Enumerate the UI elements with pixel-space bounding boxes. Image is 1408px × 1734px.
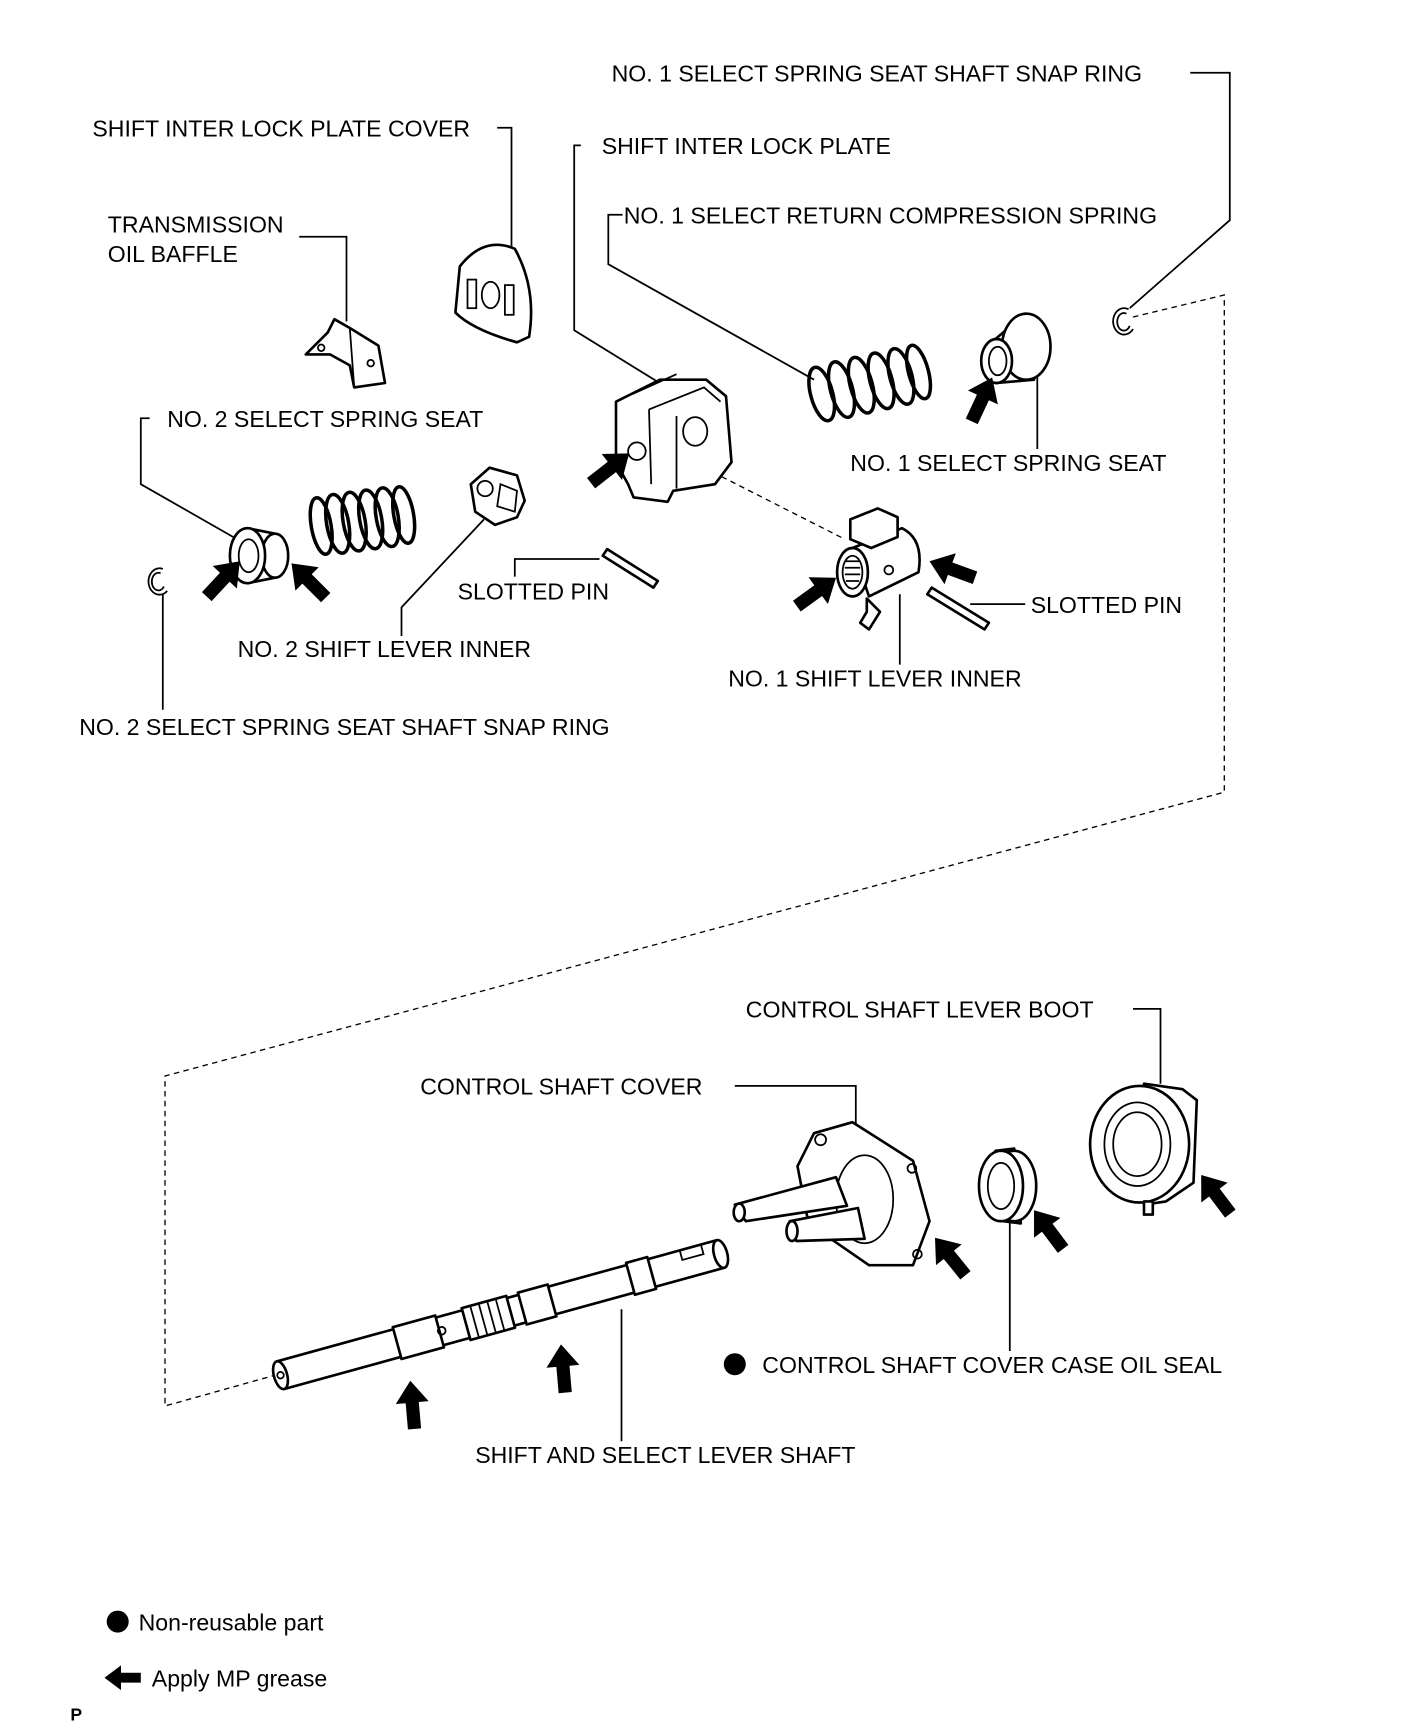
- leader-shaft-cover: [734, 1085, 857, 1125]
- grease-arrow-icon: [393, 1379, 431, 1431]
- slotted-pin-left-part: [601, 547, 660, 589]
- lever-shaft-part: [271, 1238, 730, 1391]
- leader-interlock-plate-cover: [497, 126, 513, 251]
- lever-boot-part: [1088, 1082, 1199, 1216]
- grease-arrow-icon: [923, 545, 981, 594]
- leader-spring-seat-2: [139, 417, 234, 538]
- label-oil-seal: CONTROL SHAFT COVER CASE OIL SEAL: [762, 1352, 1222, 1378]
- label-lever-shaft: SHIFT AND SELECT LEVER SHAFT: [475, 1442, 855, 1468]
- label-spring-seat-1: NO. 1 SELECT SPRING SEAT: [850, 450, 1166, 476]
- grease-arrow-icon: [922, 1227, 979, 1286]
- snap-ring-1-part: [1112, 307, 1134, 336]
- select-spring-left-part: [308, 485, 417, 556]
- leader-interlock-plate: [573, 144, 659, 383]
- shift-lever-inner-1-part: [835, 507, 921, 631]
- snap-ring-2-part: [147, 567, 168, 596]
- leader-snap-ring-1: [1129, 71, 1231, 309]
- label-oil-baffle-line1: TRANSMISSION: [108, 211, 284, 237]
- non-reusable-bullet-icon: [723, 1353, 746, 1376]
- oil-seal-part: [977, 1147, 1038, 1225]
- alignment-dashed-line: [164, 294, 1225, 1407]
- label-slotted-pin-right: SLOTTED PIN: [1031, 592, 1182, 618]
- shift-lever-inner-2-part: [469, 466, 527, 527]
- grease-arrow-icon: [544, 1342, 582, 1395]
- leader-oil-baffle: [299, 235, 348, 322]
- legend-grease: Apply MP grease: [152, 1666, 327, 1692]
- label-spring-seat-2: NO. 2 SELECT SPRING SEAT: [167, 406, 483, 432]
- leader-shift-lever-inner-2: [400, 518, 485, 636]
- label-lever-boot: CONTROL SHAFT LEVER BOOT: [746, 997, 1094, 1023]
- label-slotted-pin-left: SLOTTED PIN: [458, 579, 609, 605]
- interlock-plate-part: [614, 373, 733, 504]
- black-arrow-icon: [104, 1665, 141, 1691]
- label-interlock-plate-cover: SHIFT INTER LOCK PLATE COVER: [92, 116, 470, 142]
- grease-arrow-icon: [1188, 1165, 1244, 1224]
- return-compression-spring-part: [807, 343, 933, 423]
- label-shift-lever-inner-2: NO. 2 SHIFT LEVER INNER: [238, 636, 531, 662]
- label-return-spring: NO. 1 SELECT RETURN COMPRESSION SPRING: [624, 203, 1157, 229]
- label-snap-ring-2: NO. 2 SELECT SPRING SEAT SHAFT SNAP RING: [79, 714, 609, 740]
- filled-circle-icon: [106, 1610, 129, 1633]
- spring-seat-1-part: [979, 312, 1052, 385]
- legend-non-reusable: Non-reusable part: [139, 1609, 324, 1635]
- corner-mark: P: [70, 1705, 82, 1725]
- oil-baffle-part: [304, 317, 387, 389]
- control-shaft-cover-part: [732, 1120, 931, 1267]
- label-snap-ring-1: NO. 1 SELECT SPRING SEAT SHAFT SNAP RING: [612, 61, 1142, 87]
- label-shaft-cover: CONTROL SHAFT COVER: [420, 1074, 702, 1100]
- label-interlock-plate: SHIFT INTER LOCK PLATE: [602, 133, 891, 159]
- alignment-dashed-line-plate: [703, 467, 846, 540]
- label-oil-baffle-line2: OIL BAFFLE: [108, 241, 238, 267]
- spring-seat-2-part: [228, 526, 290, 585]
- slotted-pin-right-part: [925, 586, 991, 631]
- leader-slotted-pin-left: [513, 558, 600, 577]
- leader-return-spring: [607, 213, 815, 381]
- leader-lever-boot: [1133, 1008, 1162, 1084]
- label-shift-lever-inner-1: NO. 1 SHIFT LEVER INNER: [728, 666, 1021, 692]
- legend: Non-reusable part Apply MP grease: [104, 1609, 327, 1692]
- interlock-plate-cover-part: [454, 243, 533, 344]
